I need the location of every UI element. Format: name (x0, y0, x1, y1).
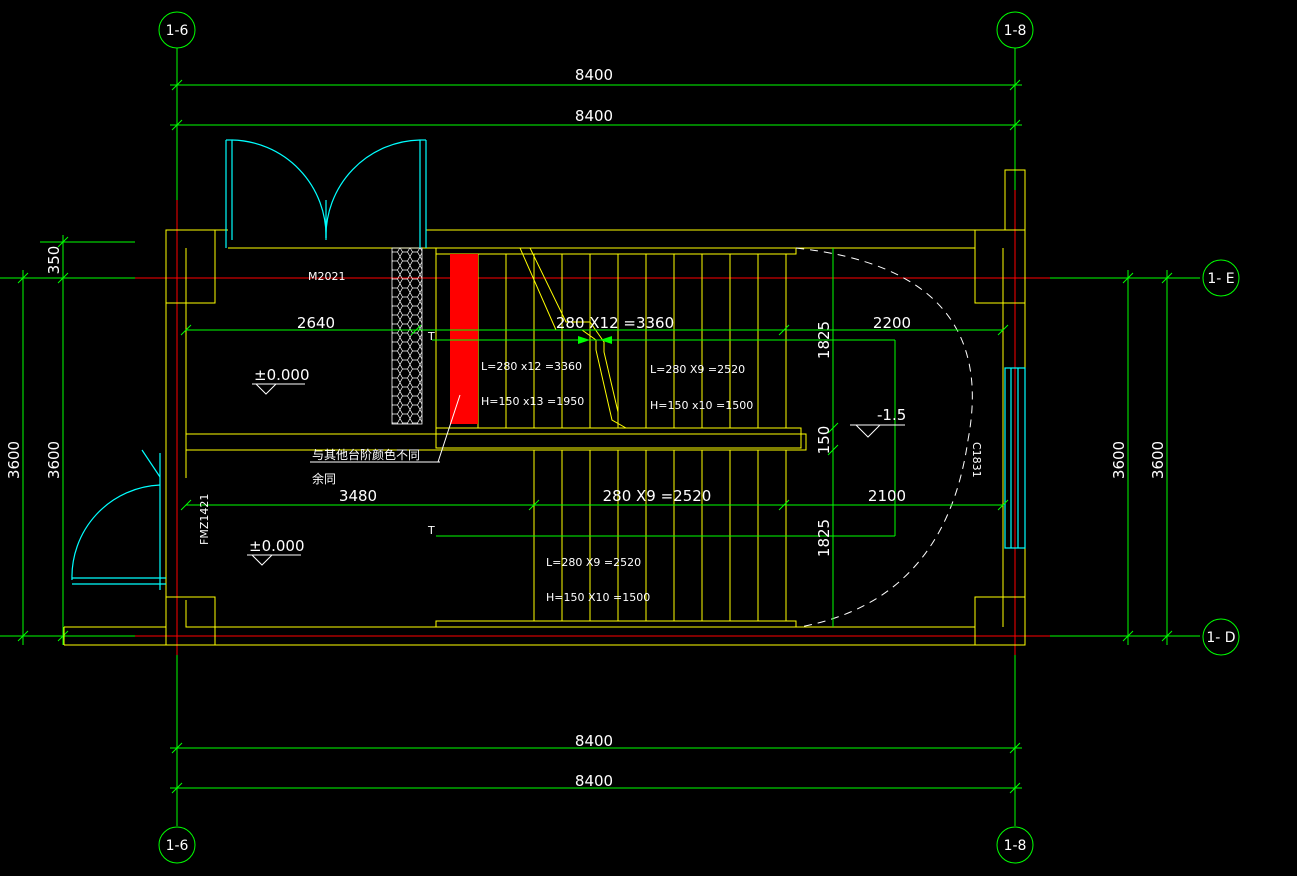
svg-text:3600: 3600 (5, 441, 23, 479)
dimension-top-inner: 8400 (170, 107, 1022, 131)
svg-text:3600: 3600 (45, 441, 63, 479)
dimension-bottom-inner: 8400 (170, 732, 1022, 754)
dimension-right-outer: 3600 (1149, 270, 1173, 645)
dimension-left-outer: 3600 (5, 270, 29, 645)
axis-bubble-right-bottom: 1-8 (996, 826, 1034, 864)
axis-lines (0, 190, 1200, 655)
svg-text:2640: 2640 (297, 314, 335, 332)
svg-text:1- D: 1- D (1206, 630, 1235, 646)
axis-bubble-left-top: 1-6 (158, 11, 196, 49)
svg-text:与其他台阶颜色不同: 与其他台阶颜色不同 (312, 447, 420, 462)
svg-text:1-6: 1-6 (166, 23, 189, 39)
flight1-length-label: L=280 x12 =3360 (481, 360, 582, 373)
level-marker-landing: -1.5 (850, 406, 906, 438)
svg-text:-1.5: -1.5 (877, 406, 906, 424)
flight2-length-label: L=280 X9 =2520 (650, 363, 745, 376)
walls (63, 169, 1026, 646)
svg-text:1825: 1825 (815, 321, 833, 359)
window-tag-c1831: C1831 (970, 442, 983, 478)
mark-up: T (427, 330, 435, 343)
svg-text:±0.000: ±0.000 (249, 537, 305, 555)
hatched-wall-block (391, 247, 423, 425)
door-m2021 (225, 139, 427, 248)
dimension-vertical-landing: 1825 150 1825 (815, 248, 839, 627)
flight3-height-label: H=150 X10 =1500 (546, 591, 650, 604)
svg-text:8400: 8400 (575, 772, 613, 790)
level-marker-upper: ±0.000 (252, 366, 310, 395)
svg-text:1-8: 1-8 (1004, 23, 1027, 39)
svg-text:280 X12 =3360: 280 X12 =3360 (556, 314, 674, 332)
dimension-left-inner: 3600 350 (45, 235, 69, 645)
mark-down: T (427, 524, 435, 537)
svg-text:150: 150 (815, 426, 833, 455)
door-tag-fmz1421: FMZ1421 (198, 494, 211, 545)
axis-bubble-right-top: 1-8 (996, 11, 1034, 49)
svg-text:1-6: 1-6 (166, 838, 189, 854)
axis-bubble-row-d: 1- D (1202, 618, 1240, 656)
upper-flight-treads (477, 247, 787, 429)
svg-text:1- E: 1- E (1207, 271, 1234, 287)
dimension-lower-flight: 3480 280 X9 =2520 2100 (180, 487, 1009, 537)
flight2-height-label: H=150 x10 =1500 (650, 399, 753, 412)
svg-text:2200: 2200 (873, 314, 911, 332)
dimension-bottom-overall: 8400 (170, 772, 1022, 794)
door-tag-m2021: M2021 (308, 270, 346, 283)
svg-text:2100: 2100 (868, 487, 906, 505)
flight1-height-label: H=150 x13 =1950 (481, 395, 584, 408)
door-fmz1421 (71, 449, 166, 590)
svg-text:3600: 3600 (1110, 441, 1128, 479)
axis-bubble-left-bottom: 1-6 (158, 826, 196, 864)
svg-text:余同: 余同 (312, 471, 336, 486)
window-c1831 (1004, 367, 1026, 549)
dimension-top-overall: 8400 (170, 66, 1022, 91)
dimension-right-inner: 3600 (1110, 270, 1134, 645)
grid-extension-lines (0, 48, 1200, 826)
svg-text:3600: 3600 (1149, 441, 1167, 479)
axis-bubble-row-e: 1- E (1202, 259, 1240, 297)
highlighted-step (450, 254, 478, 424)
flight3-length-label: L=280 X9 =2520 (546, 556, 641, 569)
level-marker-lower: ±0.000 (247, 537, 305, 566)
svg-text:8400: 8400 (575, 107, 613, 125)
svg-text:350: 350 (45, 246, 63, 275)
svg-text:8400: 8400 (575, 66, 613, 84)
svg-text:±0.000: ±0.000 (254, 366, 310, 384)
color-note: 与其他台阶颜色不同 余同 (310, 394, 461, 486)
landing-dashed-arc (795, 247, 973, 628)
svg-text:8400: 8400 (575, 732, 613, 750)
dimension-upper-flight: 2640 280 X12 =3360 2200 (180, 314, 1009, 536)
svg-text:1-8: 1-8 (1004, 838, 1027, 854)
svg-text:3480: 3480 (339, 487, 377, 505)
svg-text:1825: 1825 (815, 519, 833, 557)
svg-text:280 X9 =2520: 280 X9 =2520 (603, 487, 712, 505)
